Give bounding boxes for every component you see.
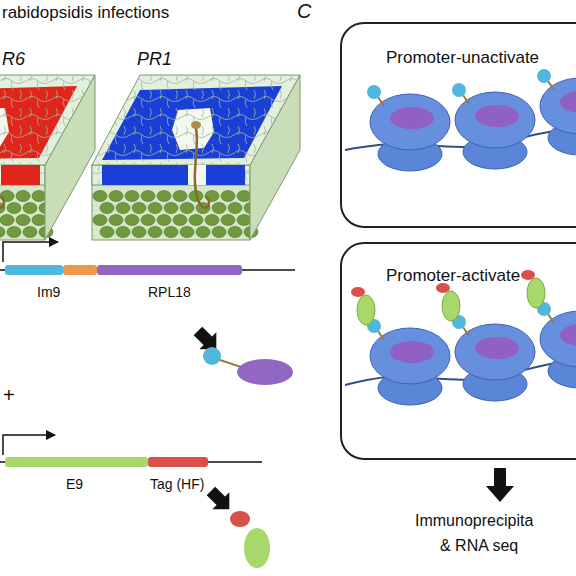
rpl18-segment [97, 265, 242, 275]
segment-label: RPL18 [148, 285, 191, 300]
block-arrow [202, 482, 237, 517]
pr6-leaf-block [0, 75, 95, 240]
panel-box: Promoter-activate [340, 242, 576, 460]
ribosome [436, 283, 535, 401]
promoter-arrow [3, 435, 55, 455]
linker-segment [63, 265, 97, 275]
promoter-arrow [3, 242, 58, 262]
im9-segment [5, 265, 63, 275]
step-label: Immunoprecipita [415, 512, 533, 530]
tag-segment [148, 457, 208, 467]
pr1-leaf-block [92, 75, 300, 240]
plus-sign: + [3, 384, 15, 406]
panel-title: rabidopsidis infections [2, 4, 169, 23]
e9-segment [5, 457, 148, 467]
segment-label: Tag (HF) [150, 477, 204, 492]
panel-heading: Promoter-activate [386, 266, 576, 286]
process-arrow [486, 468, 514, 502]
ribosome [367, 85, 450, 171]
gene-name: PR1 [137, 50, 172, 70]
segment-label: Im9 [37, 285, 60, 300]
gene-name: R6 [2, 50, 25, 70]
ribosome [351, 287, 450, 405]
ribosome [452, 83, 535, 169]
panel-heading: Promoter-unactivate [386, 48, 576, 68]
step-label: & RNA seq [440, 537, 518, 555]
panel-box: Promoter-unactivate [340, 22, 576, 228]
panel-letter: C [297, 0, 311, 22]
ribosome [521, 270, 576, 388]
segment-label: E9 [66, 477, 83, 492]
ribosome [537, 69, 576, 155]
